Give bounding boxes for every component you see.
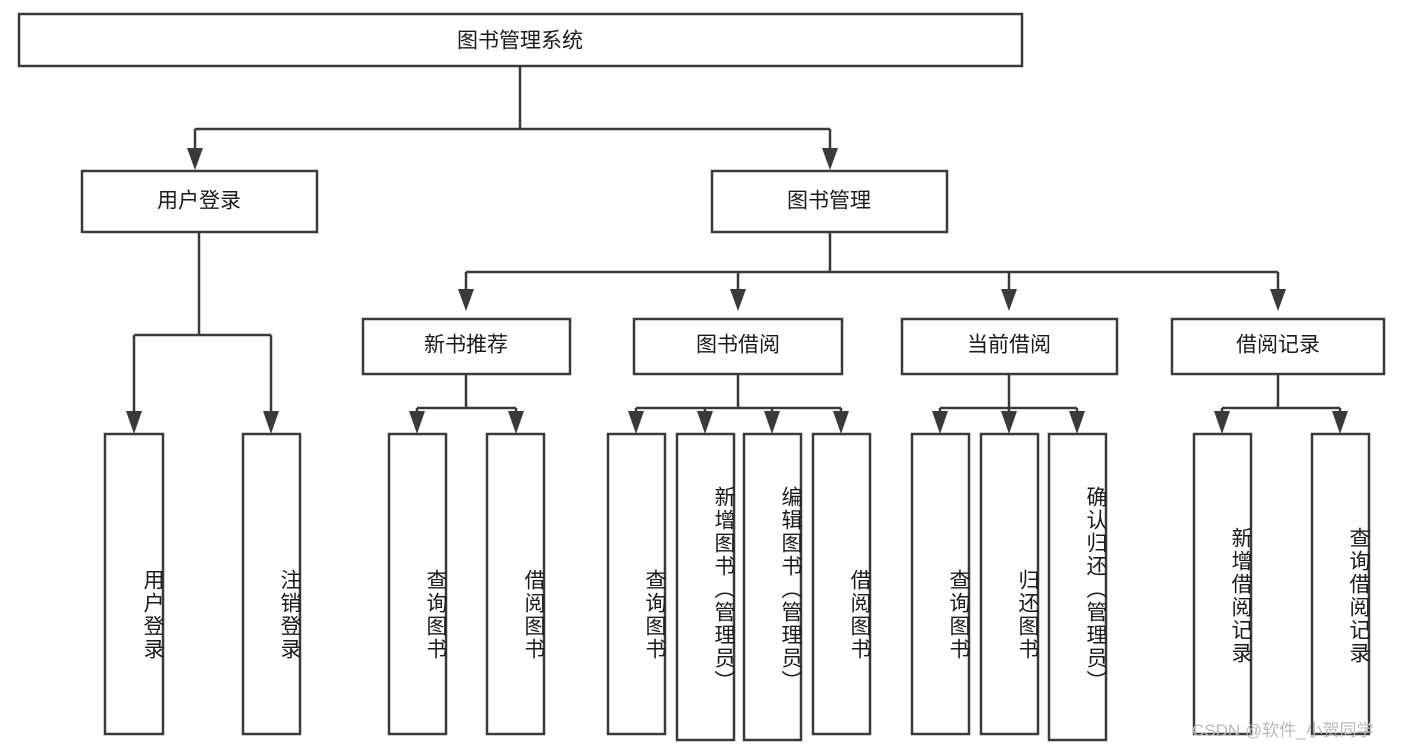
node-book-borrow-box[interactable] (632, 317, 844, 376)
arrow-head-leaf-user-login (126, 411, 142, 434)
leaf-add-record-box[interactable] (1192, 432, 1253, 736)
arrow-head-new-book-recommend (458, 289, 474, 311)
leaf-logout-login-box[interactable] (241, 432, 302, 736)
arrow-head-borrow-record (1270, 289, 1286, 311)
node-book-manage[interactable]: 图书管理 (710, 169, 949, 234)
node-book-borrow[interactable]: 图书借阅 (632, 317, 844, 376)
node-book-borrow-label: 图书借阅 (696, 334, 780, 357)
arrow-head-current-borrow (1001, 289, 1017, 311)
connector-group-book-borrow (628, 374, 849, 434)
leaf-borrow-book-2-box[interactable] (811, 432, 872, 736)
arrow-head-leaf-borrow-book-1 (508, 411, 524, 434)
csdn-watermark: CSDN @软件_小贺同学 (1192, 721, 1374, 740)
node-current-borrow-box[interactable] (900, 317, 1119, 376)
node-user-login-label: 用户登录 (157, 190, 241, 213)
arrow-head-leaf-borrow-book-2 (833, 411, 849, 434)
leaf-add-book-box[interactable] (675, 432, 736, 742)
node-root-label: 图书管理系统 (457, 30, 583, 53)
arrow-head-leaf-return-book (1001, 411, 1017, 434)
leaf-return-book-box[interactable] (979, 432, 1040, 736)
connector-group-borrow-record (1214, 374, 1348, 434)
leaf-edit-book-box[interactable] (742, 432, 803, 742)
connector-group-book-manage (458, 232, 1286, 311)
node-borrow-record[interactable]: 借阅记录 (1170, 317, 1386, 376)
leaf-user-login-box[interactable] (103, 432, 165, 736)
arrow-head-leaf-logout-login (263, 411, 279, 434)
arrow-head-leaf-query-record (1332, 411, 1348, 434)
node-book-manage-box[interactable] (710, 169, 949, 234)
arrow-head-book-borrow (730, 289, 746, 311)
leaf-boxes-group (103, 432, 1371, 742)
node-new-book-recommend-label: 新书推荐 (424, 334, 508, 357)
node-root-box[interactable] (17, 12, 1024, 68)
node-new-book-recommend[interactable]: 新书推荐 (361, 317, 572, 376)
connector-group-new-book-recommend (409, 374, 524, 434)
arrow-head-user-login (187, 148, 203, 170)
connector-group-current-borrow (932, 374, 1085, 434)
node-new-book-recommend-box[interactable] (361, 317, 572, 376)
arrow-head-leaf-query-book-1 (409, 411, 425, 434)
node-borrow-record-label: 借阅记录 (1236, 334, 1320, 357)
arrow-head-book-manage (822, 148, 838, 170)
leaf-query-book-1-box[interactable] (387, 432, 448, 736)
node-current-borrow-label: 当前借阅 (967, 334, 1051, 357)
node-book-manage-label: 图书管理 (787, 190, 871, 213)
node-borrow-record-box[interactable] (1170, 317, 1386, 376)
arrow-head-leaf-query-book-2 (628, 411, 644, 434)
node-root[interactable]: 图书管理系统 (17, 12, 1024, 68)
connector-group-user-login (126, 232, 279, 434)
connector-group-root (187, 66, 838, 170)
node-user-login[interactable]: 用户登录 (80, 169, 319, 234)
node-user-login-box[interactable] (80, 169, 319, 234)
leaf-query-book-3-box[interactable] (910, 432, 971, 736)
leaf-query-record-box[interactable] (1310, 432, 1371, 736)
leaf-confirm-return-box[interactable] (1047, 432, 1108, 742)
arrow-head-leaf-add-record (1214, 411, 1230, 434)
arrow-head-leaf-query-book-3 (932, 411, 948, 434)
node-current-borrow[interactable]: 当前借阅 (900, 317, 1119, 376)
leaf-query-book-2-box[interactable] (606, 432, 667, 736)
leaf-borrow-book-1-box[interactable] (485, 432, 546, 736)
arrow-head-leaf-add-book (697, 411, 713, 434)
arrow-head-leaf-edit-book (764, 411, 780, 434)
arrow-head-leaf-confirm-return (1069, 411, 1085, 434)
